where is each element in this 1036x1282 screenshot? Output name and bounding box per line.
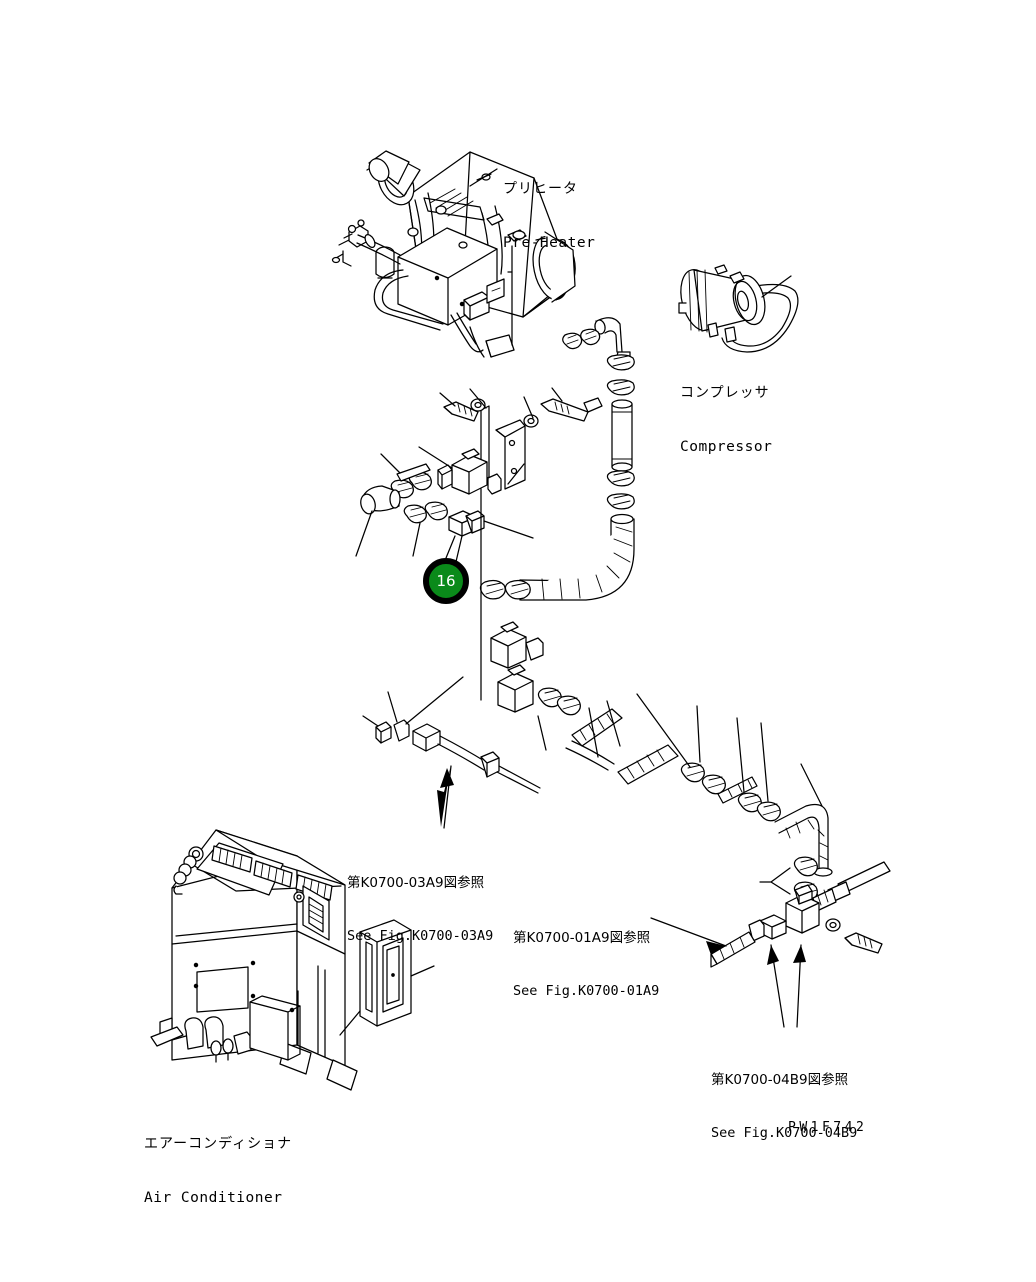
ref-k0700-01a9-en: See Fig.K0700-01A9	[513, 983, 660, 1000]
cable-rod-assembly	[362, 676, 541, 794]
label-compressor-en: Compressor	[680, 439, 773, 456]
filter-panel	[339, 919, 435, 1036]
label-air-conditioner: エアーコンディショナ Air Conditioner	[144, 1098, 292, 1245]
leader-compressor	[761, 275, 792, 298]
ref-k0700-03a9-jp: 第K0700-03A9図参照	[347, 874, 485, 891]
callout-number: 16	[436, 572, 456, 590]
compressor-unit	[678, 264, 799, 353]
label-pre-heater-en: Pre-Heater	[503, 235, 596, 252]
leader-callout-16	[445, 535, 456, 559]
label-compressor-jp: コンプレッサ	[680, 384, 770, 401]
air-conditioner-unit	[150, 829, 358, 1091]
lower-hose-run	[490, 621, 833, 877]
leader-pre-heater	[469, 168, 498, 187]
label-air-conditioner-jp: エアーコンディショナ	[144, 1135, 293, 1152]
label-pre-heater-jp: プリヒータ	[503, 180, 578, 197]
label-compressor: コンプレッサ Compressor	[680, 347, 772, 494]
callout-marker-16[interactable]: 16	[423, 558, 469, 604]
ref-k0700-04b9-jp: 第K0700-04B9図参照	[711, 1071, 849, 1088]
reference-arrows	[437, 765, 806, 1028]
label-air-conditioner-en: Air Conditioner	[144, 1190, 283, 1207]
label-pre-heater: プリヒータ Pre-Heater	[503, 143, 595, 290]
upper-hose-run	[479, 317, 635, 601]
ref-k0700-01a9[interactable]: 第K0700-01A9図参照 See Fig.K0700-01A9	[513, 893, 659, 1038]
ref-k0700-03a9-en: See Fig.K0700-03A9	[347, 928, 494, 945]
ref-k0700-03a9[interactable]: 第K0700-03A9図参照 See Fig.K0700-03A9	[347, 838, 493, 983]
ref-k0700-04b9-en: See Fig.K0700-04B9	[711, 1125, 858, 1142]
ref-k0700-01a9-jp: 第K0700-01A9図参照	[513, 929, 651, 946]
drawing-number: PW1F742	[788, 1120, 868, 1135]
bottom-right-valve-cluster	[710, 856, 891, 968]
pre-heater-unit	[331, 150, 576, 358]
middle-fitting-group	[355, 387, 603, 701]
ref-k0700-04b9[interactable]: 第K0700-04B9図参照 See Fig.K0700-04B9	[711, 1035, 857, 1180]
